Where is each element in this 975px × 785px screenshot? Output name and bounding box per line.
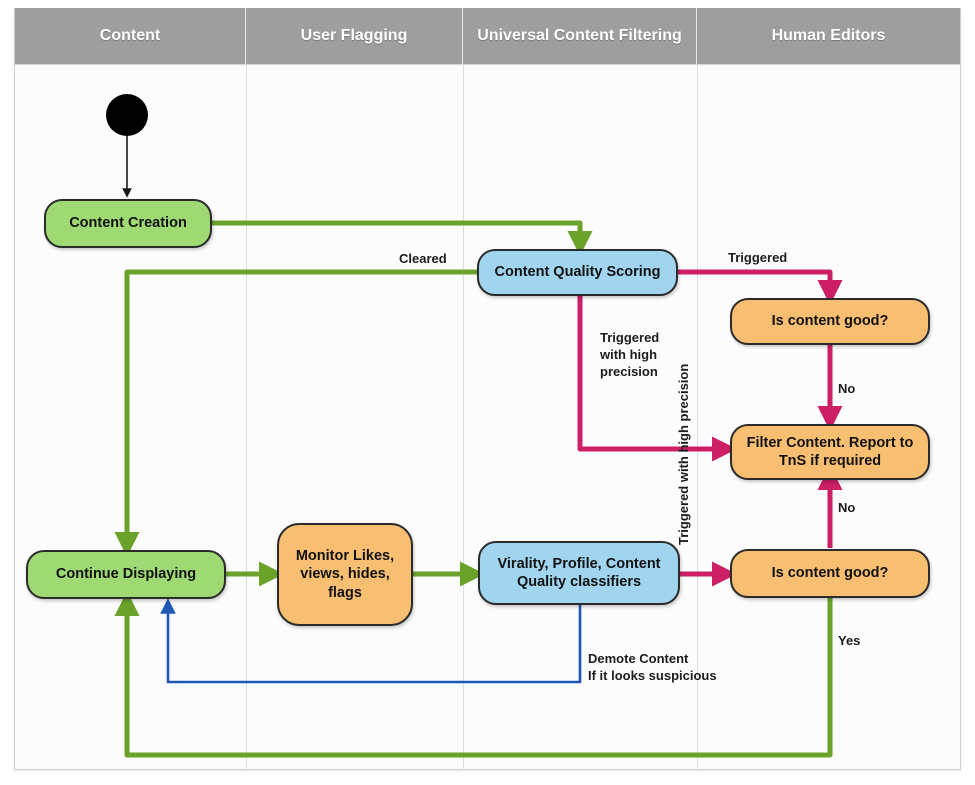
edge-label-yes: Yes: [838, 633, 861, 648]
lane-header-human-editors: Human Editors: [697, 8, 960, 64]
node-filter-content-label: Filter Content. Report to TnS if require…: [746, 434, 914, 469]
lane-header-rule: [14, 64, 961, 65]
edge-label-triggered: Triggered: [728, 250, 788, 265]
lane-header-content-label: Content: [99, 26, 161, 44]
lane-header-user-flagging: User Flagging: [246, 8, 463, 64]
edge-label-cleared: Cleared: [399, 251, 447, 266]
start-node: [106, 94, 148, 136]
lane-divider-1: [246, 64, 247, 770]
node-content-creation[interactable]: Content Creation: [44, 199, 212, 248]
node-content-quality-scoring-label: Content Quality Scoring: [494, 264, 661, 281]
node-continue-displaying[interactable]: Continue Displaying: [26, 550, 226, 599]
lane-header-human-editors-label: Human Editors: [771, 26, 886, 44]
node-monitor-signals-label: Monitor Likes, views, hides, flags: [295, 548, 395, 601]
node-continue-displaying-label: Continue Displaying: [55, 566, 197, 583]
node-is-content-good-bottom[interactable]: Is content good?: [730, 549, 930, 598]
edge-label-triggered-high-precision-top: Triggered with high precision: [600, 330, 660, 379]
lane-header-user-flagging-label: User Flagging: [300, 26, 408, 44]
node-is-content-good-top[interactable]: Is content good?: [730, 298, 930, 345]
node-is-content-good-bottom-label: Is content good?: [771, 565, 889, 582]
edge-label-triggered-high-precision-bottom: Triggered with high precision: [676, 363, 691, 545]
edge-label-demote-content: Demote Content If it looks suspicious: [588, 651, 717, 683]
node-content-creation-label: Content Creation: [69, 215, 187, 232]
node-content-quality-scoring[interactable]: Content Quality Scoring: [477, 249, 678, 296]
edge-label-no-bottom: No: [838, 500, 856, 515]
node-is-content-good-top-label: Is content good?: [771, 313, 889, 330]
swimlane-frame: [14, 8, 961, 770]
node-filter-content[interactable]: Filter Content. Report to TnS if require…: [730, 424, 930, 480]
lane-header-content: Content: [15, 8, 246, 64]
lane-divider-2: [463, 64, 464, 770]
lane-header-universal-content-filtering: Universal Content Filtering: [463, 8, 697, 64]
edge-label-no-top: No: [838, 381, 856, 396]
node-virality-classifiers[interactable]: Virality, Profile, Content Quality class…: [478, 541, 680, 605]
lane-header-universal-content-filtering-label: Universal Content Filtering: [477, 26, 682, 44]
node-virality-classifiers-label: Virality, Profile, Content Quality class…: [497, 555, 661, 590]
node-monitor-signals[interactable]: Monitor Likes, views, hides, flags: [277, 523, 413, 626]
